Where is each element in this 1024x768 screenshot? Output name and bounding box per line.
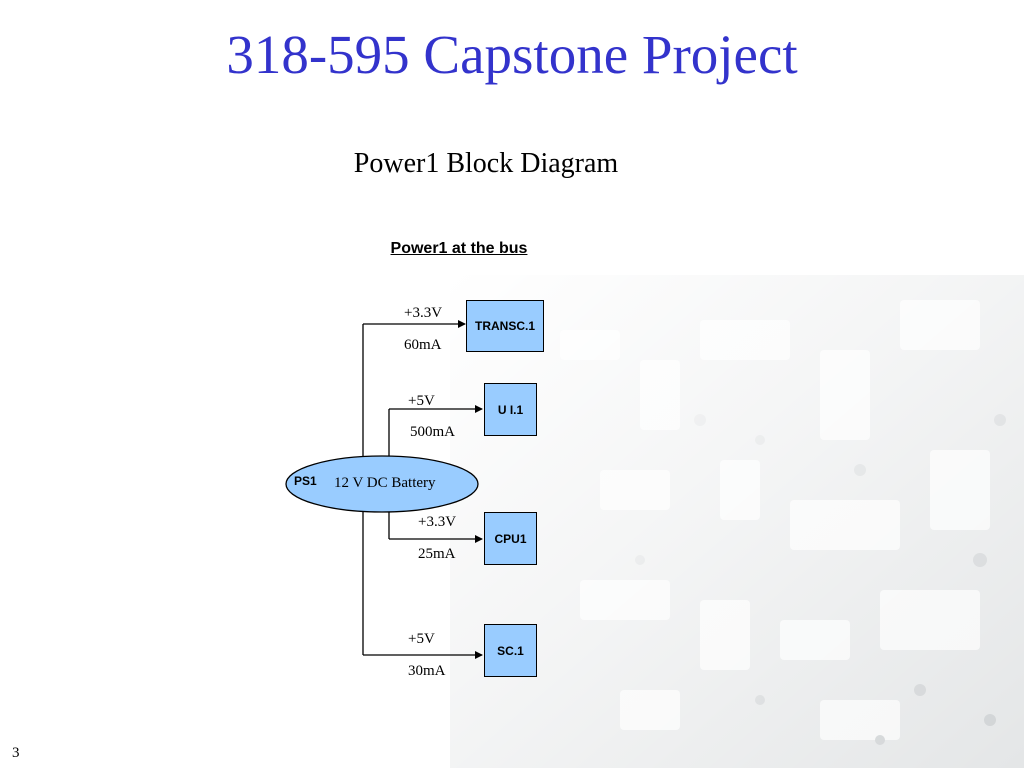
branch-voltage: +3.3V [404,305,443,321]
load-block-sc1: SC.1 [484,624,537,677]
load-block-ui1: U I.1 [484,383,537,436]
load-block-cpu1: CPU1 [484,512,537,565]
branch-voltage: +5V [408,631,435,647]
power-source-tag: PS1 [294,474,317,488]
branch-voltage: +3.3V [418,514,457,530]
branch-current: 500mA [410,424,455,440]
slide-title: 318-595 Capstone Project [226,24,798,85]
branch-current: 30mA [408,663,446,679]
load-block-transc1: TRANSC.1 [466,300,544,352]
page-number: 3 [12,745,20,761]
branch-voltage: +5V [408,393,435,409]
diagram-heading: Power1 at the bus [390,240,528,257]
branch-current: 60mA [404,337,442,353]
slide-subtitle: Power1 Block Diagram [353,148,619,179]
branch-current: 25mA [418,546,456,562]
power-source-ellipse [285,455,479,513]
power-source-label: 12 V DC Battery [334,475,436,491]
